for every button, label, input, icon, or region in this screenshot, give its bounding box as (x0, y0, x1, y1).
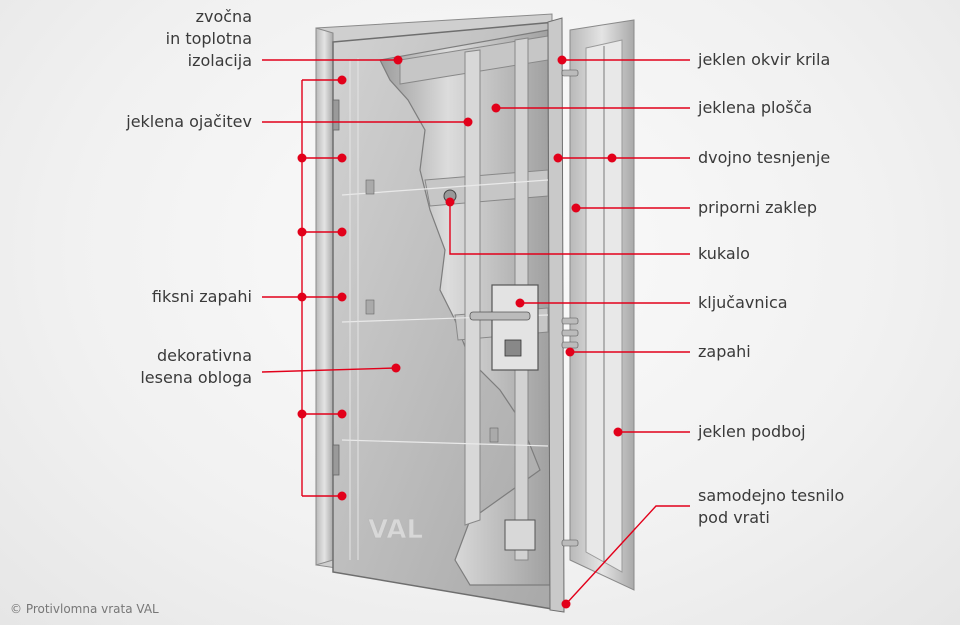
callout-dots (297, 55, 623, 609)
label-dekorativna-obloga: dekorativna lesena obloga (140, 346, 252, 387)
dot-tesnjenje-1 (553, 153, 563, 163)
label-jeklen-podboj: jeklen podboj (698, 422, 806, 441)
dot-zapah-3 (337, 227, 347, 237)
label-dvojno-tesnjenje: dvojno tesnjenje (698, 148, 831, 167)
dot-tesnilo (561, 599, 571, 609)
label-zvocna-izolacija: zvočna in toplotna izolacija (165, 7, 252, 70)
label-jeklena-ojacitev: jeklena ojačitev (126, 112, 252, 131)
dot-zapah-2 (337, 153, 347, 163)
dot-bracket-b (297, 227, 307, 237)
label-samodejno-tesnilo: samodejno tesnilo pod vrati (698, 486, 845, 527)
label-priporni-zaklep: priporni zaklep (698, 198, 818, 217)
dot-bracket-d (297, 409, 307, 419)
label-zapahi: zapahi (698, 342, 751, 361)
door-logo: VAL (368, 515, 423, 545)
dot-kljucavnica (515, 298, 525, 308)
dot-zapah-6 (337, 491, 347, 501)
dot-tesnjenje-2 (607, 153, 617, 163)
dot-izolacija (393, 55, 403, 65)
dot-zapah-5 (337, 409, 347, 419)
label-kljucavnica: ključavnica (698, 293, 788, 312)
dot-priporni (571, 203, 581, 213)
dot-bracket-c (297, 292, 307, 302)
callout-leaders (261, 59, 690, 605)
label-fiksni-zapahi: fiksni zapahi (151, 287, 252, 306)
dot-bracket-a (297, 153, 307, 163)
dot-zapahi (565, 347, 575, 357)
label-jeklena-plosca: jeklena plošča (698, 98, 813, 117)
steel-jamb (569, 19, 635, 591)
label-jeklen-okvir-krila: jeklen okvir krila (698, 50, 831, 69)
dot-kukalo (445, 197, 455, 207)
dot-zapah-4 (337, 292, 347, 302)
dot-okvir (557, 55, 567, 65)
dot-zapah-1 (337, 75, 347, 85)
label-kukalo: kukalo (698, 244, 750, 263)
dot-plosca (491, 103, 501, 113)
door-leaf: VAL (332, 17, 579, 613)
dot-ojacitev (463, 117, 473, 127)
dot-obloga (391, 363, 401, 373)
dot-podboj (613, 427, 623, 437)
copyright-credit: © Protivlomna vrata VAL (10, 602, 159, 616)
